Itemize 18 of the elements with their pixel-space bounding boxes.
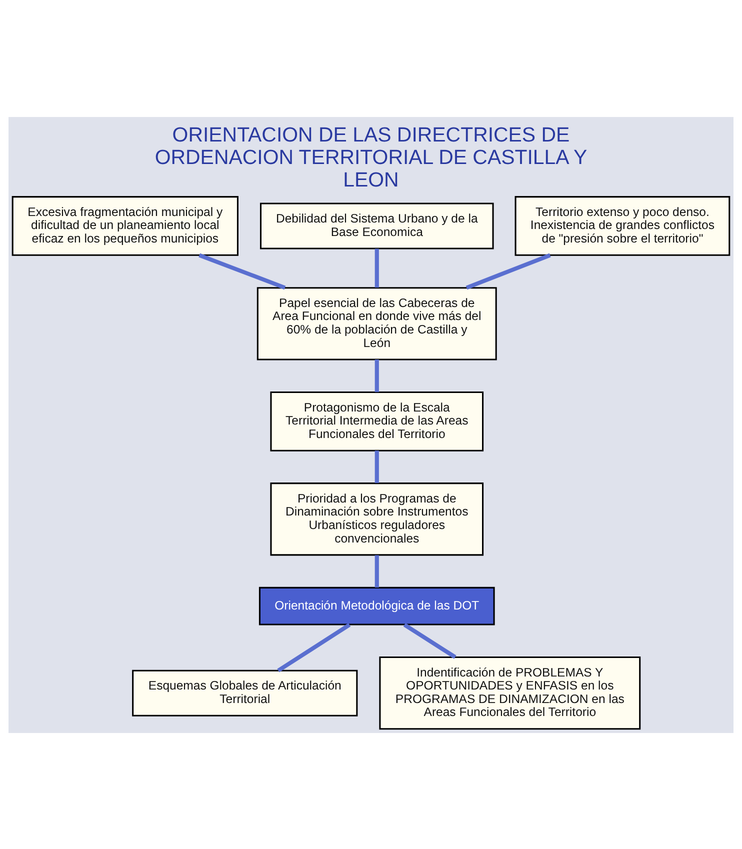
node-box: Papel esencial de las Cabeceras de Area Funcional en donde vive más del 60% de la población de Castilla y León — [256, 286, 497, 360]
node-box: Debilidad del Sistema Urbano y de la Base Economica — [260, 202, 494, 249]
node-box: Excesiva fragmentación municipal y dificultad de un planeamiento local eficaz en los pequeños municipios — [12, 196, 238, 256]
node-box: Indentificación de PROBLEMAS Y OPORTUNIDADES y ENFASIS en los PROGRAMAS DE DINAMIZACION en las Areas Funcionales del Territorio — [379, 656, 641, 730]
connector — [374, 248, 379, 288]
connector — [466, 252, 551, 290]
node-box: Prioridad a los Programas de Dinaminación sobre Instrumentos Urbanísticos reguladores convencionales — [270, 482, 484, 556]
diagram-title: ORIENTACION DE LAS DIRECTRICES DE ORDENACION TERRITORIAL DE CASTILLA Y LEON — [154, 123, 588, 192]
node-box: Protagonismo de la Escala Territorial Intermedia de las Areas Funcionales del Territorio — [270, 390, 484, 451]
connector — [374, 450, 379, 482]
node-box: Territorio extenso y poco denso. Inexistencia de grandes conflictos de "presión sobre el territorio" — [514, 196, 730, 256]
node-box: Esquemas Globales de Articulación Territorial — [132, 669, 358, 716]
connector — [198, 252, 286, 290]
node-box: Orientación Metodológica de las DOT — [258, 586, 495, 625]
connector — [374, 554, 379, 588]
connector — [403, 622, 456, 658]
connector — [277, 622, 351, 672]
connector — [374, 359, 379, 392]
